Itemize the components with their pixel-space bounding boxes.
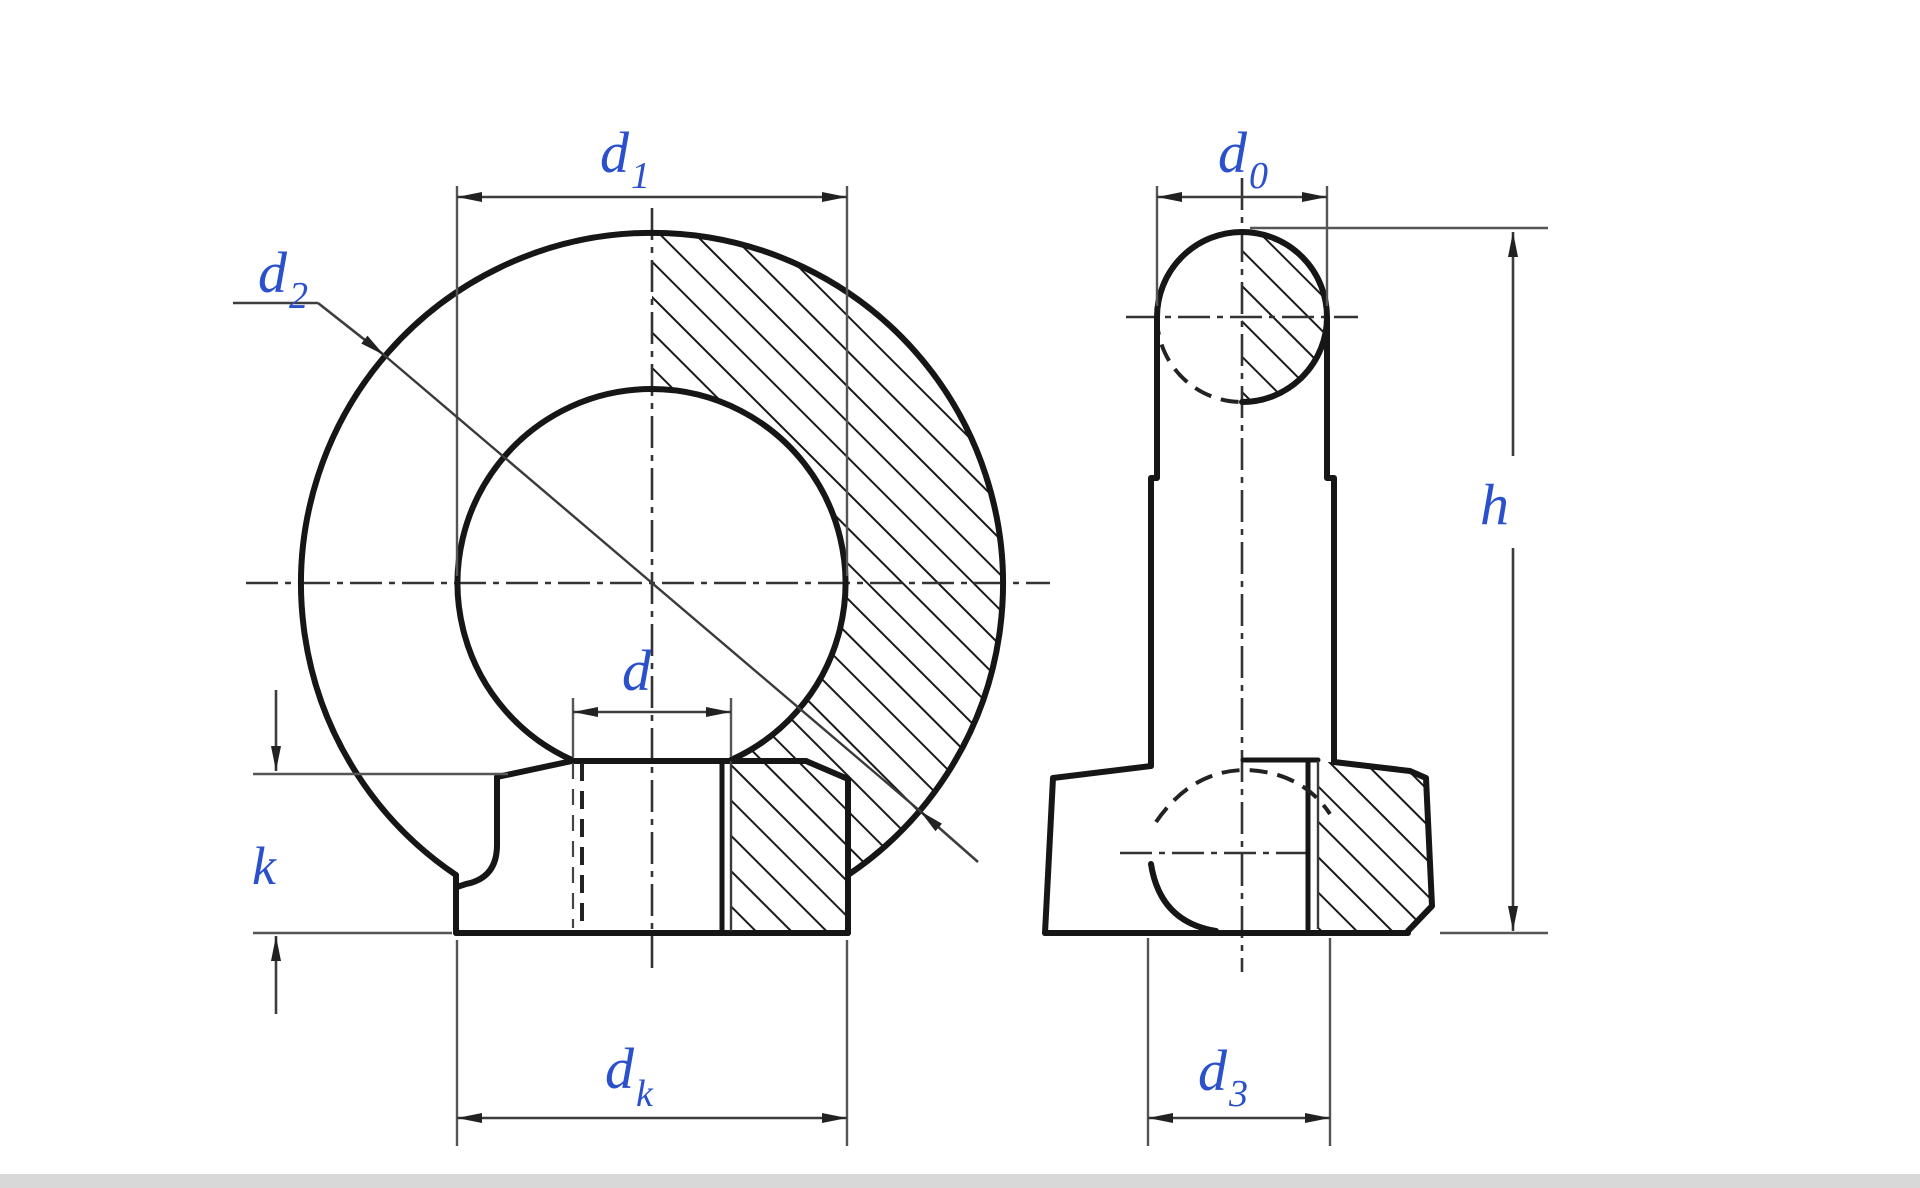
dimension-d1: d1 [455, 120, 849, 576]
d2-leader-arrow-lower [919, 810, 979, 863]
dimensions: d1 d2 d k dk [233, 120, 1548, 1146]
ring-section-circle-hidden-quadrant [1155, 316, 1243, 404]
h-label: h [1480, 472, 1509, 537]
dimension-d2: d2 [233, 240, 979, 863]
front-view [246, 208, 1050, 968]
nut-left-fillet [454, 774, 500, 890]
dimension-d: d [571, 638, 733, 757]
bottom-edge-strip [0, 1174, 1920, 1188]
hidden-ring-arc [1154, 767, 1332, 824]
d2-diagonal-chord [383, 354, 921, 812]
ring-section-circle [1154, 229, 1330, 405]
d2-label: d2 [258, 240, 308, 317]
shank-right-edge [1324, 314, 1337, 765]
d1-label: d1 [600, 120, 650, 197]
side-base-left-edge [1042, 763, 1154, 936]
k-label: k [252, 836, 277, 896]
side-base-section-hatch [1318, 762, 1432, 931]
shank-left-edge [1148, 314, 1160, 769]
side-base-right-edge [1331, 759, 1435, 934]
d3-label: d3 [1198, 1038, 1248, 1115]
ring-outer-circle [298, 229, 1006, 878]
dimension-d3: d3 [1146, 938, 1332, 1146]
dimension-d0: d0 [1155, 120, 1329, 306]
ring-lower-bend-arc [1148, 861, 1219, 934]
dk-label: dk [605, 1036, 654, 1115]
side-view [1042, 178, 1435, 972]
dimension-dk: dk [455, 940, 849, 1146]
ring-inner-circle [454, 386, 849, 763]
dimension-k: k [252, 690, 508, 1014]
nut-top-chamfer-left [494, 758, 575, 780]
dimension-h: h [1250, 226, 1548, 935]
nut-top-chamfer-right [803, 758, 851, 782]
d2-leader-arrow-upper [317, 301, 385, 357]
d0-label: d0 [1218, 120, 1268, 197]
d-label: d [622, 638, 652, 703]
